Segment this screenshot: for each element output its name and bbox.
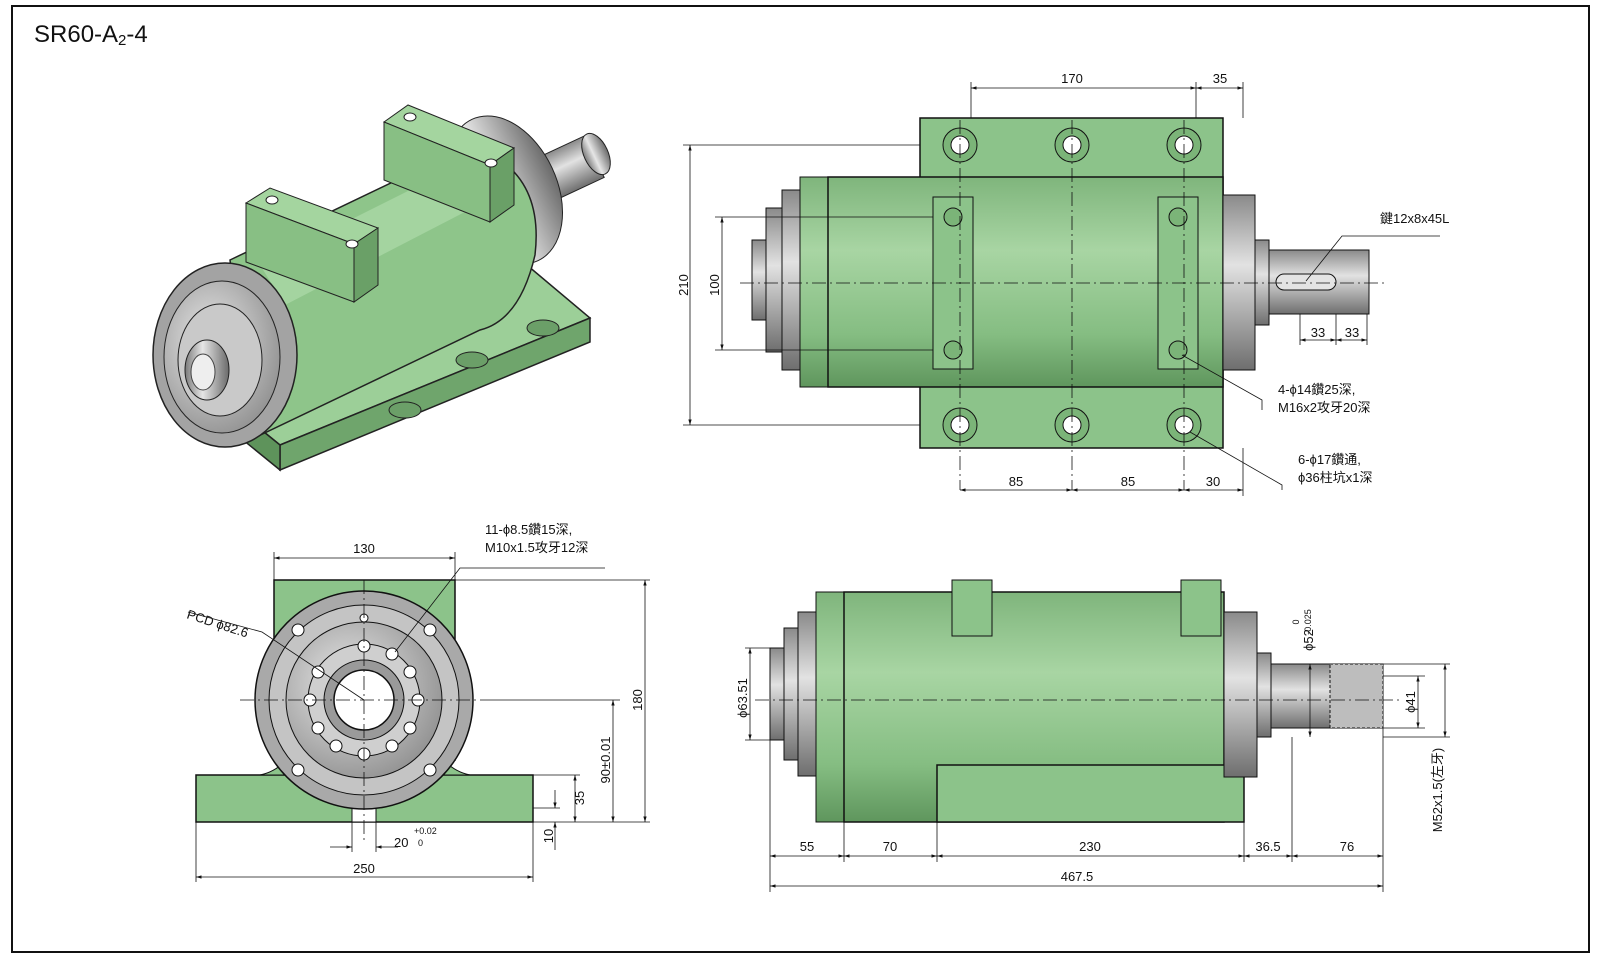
iso-block-hole xyxy=(484,158,498,168)
dim-70: 70 xyxy=(883,839,897,854)
dim-55: 55 xyxy=(800,839,814,854)
dim-230: 230 xyxy=(1079,839,1101,854)
top-view: 170 35 210 100 33 33 85 85 30 鍵12x8x45L … xyxy=(676,71,1449,496)
side-base xyxy=(936,764,1245,823)
dim-467-5: 467.5 xyxy=(1061,869,1094,884)
dim-210: 210 xyxy=(676,274,691,296)
dim-33-b: 33 xyxy=(1345,325,1359,340)
pcd-label: PCD ϕ82.6 xyxy=(185,607,250,641)
dia-52-tol-lower: -0.025 xyxy=(1303,609,1313,635)
top-rear-cap xyxy=(1222,194,1256,371)
dim-76: 76 xyxy=(1340,839,1354,854)
front-view: 130 250 180 90±0.01 35 10 20 +0.02 0 PCD… xyxy=(185,522,650,882)
iso-base-hole xyxy=(455,351,489,369)
dim-35-top: 35 xyxy=(1213,71,1227,86)
dim-30: 30 xyxy=(1206,474,1220,489)
iso-shaft-end xyxy=(581,132,611,176)
top-rear-ring xyxy=(1254,239,1270,326)
top-bar-hole xyxy=(943,340,963,360)
dim-90: 90±0.01 xyxy=(598,737,613,784)
note-bar-holes-2: M16x2攻牙20深 xyxy=(1278,400,1370,415)
dia-41: ϕ41 xyxy=(1403,691,1418,713)
iso-front-bore-inner xyxy=(190,353,216,391)
top-front-ring xyxy=(765,207,783,353)
dim-36-5: 36.5 xyxy=(1255,839,1280,854)
note-base-holes-1: 6-ϕ17鑽通, xyxy=(1298,452,1361,467)
side-block-left xyxy=(951,579,993,637)
side-body-rear-band xyxy=(815,591,845,823)
note-bar-holes-1: 4-ϕ14鑽25深, xyxy=(1278,382,1355,397)
top-keyway xyxy=(1275,273,1337,291)
dim-85-b: 85 xyxy=(1121,474,1135,489)
dim-20-tol-lower: 0 xyxy=(418,838,423,848)
note-face-holes-1: 11-ϕ8.5鑽15深, xyxy=(485,522,572,537)
note-face-holes-2: M10x1.5攻牙12深 xyxy=(485,540,588,555)
side-rear-cap xyxy=(1223,611,1258,778)
sheet-border xyxy=(11,5,1590,953)
drawing-title: SR60-A2-4 xyxy=(34,21,148,49)
front-outer-holes xyxy=(291,613,437,777)
iso-block-left-side xyxy=(245,202,355,303)
side-front-flange xyxy=(797,611,817,777)
side-view: 55 70 230 36.5 76 467.5 ϕ63.51 ϕ41 ϕ52 0… xyxy=(735,579,1450,892)
iso-block-right-side xyxy=(383,121,491,223)
iso-base-hole xyxy=(388,401,422,419)
dim-170: 170 xyxy=(1061,71,1083,86)
dim-130: 130 xyxy=(353,541,375,556)
side-front-ring xyxy=(783,627,799,761)
top-body-rear-band xyxy=(799,176,829,388)
dim-20: 20 xyxy=(394,835,408,850)
dim-250: 250 xyxy=(353,861,375,876)
top-bar-hole xyxy=(1168,340,1188,360)
dim-85-a: 85 xyxy=(1009,474,1023,489)
iso-base-hole xyxy=(526,319,560,337)
note-base-holes-2: ϕ36柱坑x1深 xyxy=(1298,470,1372,485)
side-nose xyxy=(769,647,785,741)
dia-52: ϕ52 xyxy=(1301,629,1316,651)
dia-52-tol-upper: 0 xyxy=(1291,619,1301,624)
iso-block-hole xyxy=(265,195,279,205)
top-bar-hole xyxy=(943,207,963,227)
dim-20-tol-upper: +0.02 xyxy=(414,826,437,836)
iso-block-hole xyxy=(403,112,417,122)
top-body xyxy=(827,176,1224,388)
side-rear-ring xyxy=(1256,652,1272,738)
dim-180: 180 xyxy=(630,689,645,711)
dia-63: ϕ63.51 xyxy=(735,678,750,718)
top-nose xyxy=(751,239,767,321)
dim-10: 10 xyxy=(541,829,556,843)
top-bar-hole xyxy=(1168,207,1188,227)
side-thread xyxy=(1329,663,1384,729)
dim-35-front: 35 xyxy=(572,791,587,805)
isometric-view xyxy=(152,104,611,472)
iso-block-hole xyxy=(345,239,359,249)
dim-33-a: 33 xyxy=(1311,325,1325,340)
side-block-right xyxy=(1180,579,1222,637)
dim-100: 100 xyxy=(707,274,722,296)
key-note: 鍵12x8x45L xyxy=(1380,211,1449,226)
thread-spec: M52x1.5(左牙) xyxy=(1430,748,1445,833)
